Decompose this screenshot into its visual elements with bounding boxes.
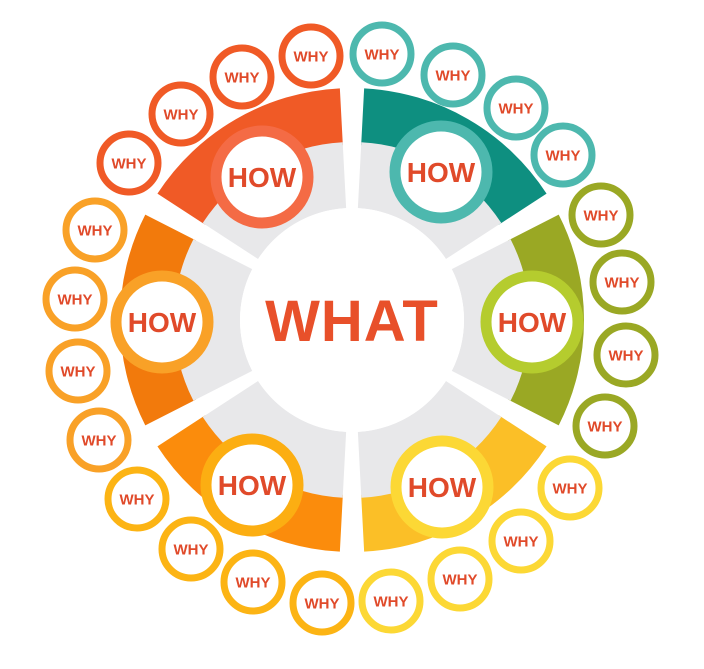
why-label: WHY xyxy=(546,148,581,165)
why-label: WHY xyxy=(174,542,209,559)
why-label: WHY xyxy=(294,49,329,66)
how-circle-orange: HOW xyxy=(110,270,214,374)
how-circle-teal: HOW xyxy=(389,120,493,224)
how-circle-red: HOW xyxy=(210,125,314,229)
why-circles: WHY WHY WHY WHY WHY WHY WHY WHY WHY WHY WHY WHY WHY W… xyxy=(42,21,659,636)
why-label: WHY xyxy=(365,47,400,64)
why-label: WHY xyxy=(82,433,117,450)
why-label: WHY xyxy=(504,534,539,551)
why-circle: WHY xyxy=(104,466,170,532)
why-circle: WHY xyxy=(278,23,344,89)
why-label: WHY xyxy=(374,594,409,611)
why-circle: WHY xyxy=(593,322,659,388)
why-label: WHY xyxy=(120,492,155,509)
why-circle: WHY xyxy=(349,21,415,87)
center-what: WHAT xyxy=(240,208,464,432)
why-circle: WHY xyxy=(42,266,108,332)
why-circle: WHY xyxy=(45,338,111,404)
why-label: WHY xyxy=(225,70,260,87)
why-label: WHY xyxy=(58,292,93,309)
why-circle: WHY xyxy=(589,249,655,315)
why-circle: WHY xyxy=(358,568,424,634)
why-circle: WHY xyxy=(220,549,286,615)
why-label: WHY xyxy=(609,348,644,365)
why-label: WHY xyxy=(443,572,478,589)
why-circle: WHY xyxy=(158,516,224,582)
how-label: HOW xyxy=(218,470,287,501)
why-circle: WHY xyxy=(530,122,596,188)
why-label: WHY xyxy=(553,481,588,498)
why-label: WHY xyxy=(584,208,619,225)
how-label: HOW xyxy=(128,307,197,338)
why-label: WHY xyxy=(305,596,340,613)
why-label: WHY xyxy=(78,223,113,240)
how-circles: HOW HOW HOW HOW HOW HOW xyxy=(110,120,584,539)
how-label: HOW xyxy=(498,307,567,338)
why-circle: WHY xyxy=(488,508,554,574)
how-circle-olive: HOW xyxy=(480,270,584,374)
why-circle: WHY xyxy=(209,44,275,110)
why-label: WHY xyxy=(499,101,534,118)
why-circle: WHY xyxy=(427,546,493,612)
how-label: HOW xyxy=(407,157,476,188)
why-label: WHY xyxy=(236,575,271,592)
why-circle: WHY xyxy=(537,455,603,521)
center-circle xyxy=(240,208,464,432)
how-circle-yellow: HOW xyxy=(390,435,494,539)
why-circle: WHY xyxy=(572,393,638,459)
why-label: WHY xyxy=(436,68,471,85)
why-circle: WHY xyxy=(420,42,486,108)
why-label: WHY xyxy=(112,156,147,173)
why-label: WHY xyxy=(588,419,623,436)
why-circle: WHY xyxy=(289,570,355,636)
how-circle-amber: HOW xyxy=(200,433,304,537)
how-label: HOW xyxy=(408,472,477,503)
why-label: WHY xyxy=(61,364,96,381)
why-label: WHY xyxy=(164,107,199,124)
why-circle: WHY xyxy=(96,130,162,196)
why-circle: WHY xyxy=(568,182,634,248)
why-circle: WHY xyxy=(148,81,214,147)
why-label: WHY xyxy=(605,275,640,292)
why-circle: WHY xyxy=(483,75,549,141)
what-label: WHAT xyxy=(265,289,439,354)
why-circle: WHY xyxy=(62,197,128,263)
why-circle: WHY xyxy=(66,407,132,473)
how-label: HOW xyxy=(228,162,297,193)
